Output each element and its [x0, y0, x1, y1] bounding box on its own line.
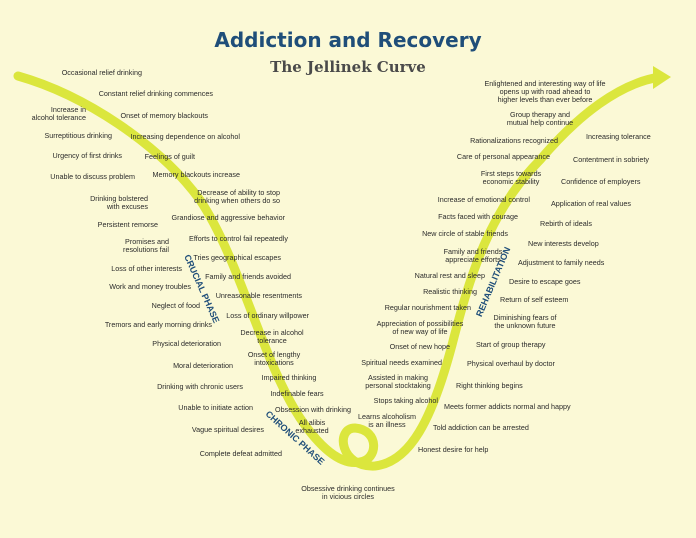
- descent-stage-label: Urgency of first drinks: [52, 151, 123, 160]
- ascent-stage-label: Desire to escape goes: [509, 277, 581, 286]
- ascent-stage-label: Onset of new hope: [389, 342, 450, 351]
- ascent-stage-label: Family and friends appreciate efforts: [443, 247, 503, 264]
- ascent-stage-label: Return of self esteem: [500, 295, 569, 304]
- ascent-stage-label: Stops taking alcohol: [373, 396, 438, 405]
- descent-stage-label: Surreptitious drinking: [44, 131, 112, 140]
- ascent-stage-label: Realistic thinking: [423, 287, 477, 296]
- descent-stage-label: Onset of memory blackouts: [120, 111, 208, 120]
- ascent-stage-label: Honest desire for help: [418, 445, 489, 454]
- descent-stage-label: Onset of lengthy intoxications: [247, 350, 301, 367]
- descent-stage-label: Decrease in alcohol tolerance: [240, 328, 304, 345]
- descent-stage-label: Decrease of ability to stop drinking whe…: [194, 188, 280, 205]
- ascent-stage-label: Confidence of employers: [561, 177, 641, 186]
- descent-stage-label: Efforts to control fail repeatedly: [189, 234, 288, 243]
- ascent-stage-label: Assisted in making personal stocktaking: [365, 373, 431, 390]
- arrow-head-icon: [653, 66, 671, 89]
- descent-stage-label: Vague spiritual desires: [191, 425, 264, 434]
- page-subtitle: The Jellinek Curve: [270, 58, 426, 76]
- descent-stage-label: Loss of ordinary willpower: [226, 311, 309, 320]
- descent-stage-label: Tries geographical escapes: [193, 253, 281, 262]
- ascent-stage-label: Increasing tolerance: [586, 132, 651, 141]
- ascent-stage-label: Rationalizations recognized: [470, 136, 558, 145]
- descent-stage-label: Family and friends avoided: [205, 272, 291, 281]
- ascent-stage-label: Physical overhaul by doctor: [467, 359, 555, 368]
- descent-stage-label: Drinking with chronic users: [157, 382, 243, 391]
- descent-stage-label: Moral deterioration: [173, 361, 233, 370]
- ascent-stage-label: First steps towards economic stability: [480, 169, 542, 186]
- ascent-stage-label: Told addiction can be arrested: [433, 423, 529, 432]
- page-title: Addiction and Recovery: [214, 28, 482, 52]
- descent-stage-label: Memory blackouts increase: [152, 170, 240, 179]
- ascent-stage-label: Regular nourishment taken: [384, 303, 471, 312]
- descent-stage-label: Unreasonable resentments: [215, 291, 302, 300]
- descent-stage-label: Unable to discuss problem: [50, 172, 135, 181]
- descent-stage-label: Increasing dependence on alcohol: [130, 132, 241, 141]
- ascent-stage-label: Meets former addicts normal and happy: [444, 402, 571, 411]
- ascent-stage-label: Right thinking begins: [456, 381, 523, 390]
- descent-stage-label: Drinking bolstered with excuses: [90, 194, 148, 211]
- descent-stage-label: Obsession with drinking: [275, 405, 351, 414]
- descent-stage-label: Indefinable fears: [270, 389, 324, 398]
- descent-stage-label: Work and money troubles: [109, 282, 191, 291]
- descent-stage-label: Increase in alcohol tolerance: [31, 105, 86, 122]
- descent-stage-label: Complete defeat admitted: [199, 449, 282, 458]
- ascent-stage-label: Increase of emotional control: [437, 195, 530, 204]
- descent-stage-label: Physical deterioration: [152, 339, 221, 348]
- ascent-stage-label: Appreciation of possibilities of new way…: [376, 319, 464, 336]
- ascent-stage-label: Care of personal appearance: [456, 152, 550, 161]
- descent-stage-label: Occasional relief drinking: [61, 68, 142, 77]
- descent-stage-label: Unable to initiate action: [178, 403, 253, 412]
- ascent-stage-label: Group therapy and mutual help continue: [506, 110, 574, 127]
- ascent-stage-label: Contentment in sobriety: [573, 155, 649, 164]
- descent-stage-label: Constant relief drinking commences: [98, 89, 213, 98]
- ascent-stage-label: Spiritual needs examined: [361, 358, 442, 367]
- descent-stage-label: Grandiose and aggressive behavior: [171, 213, 285, 222]
- ascent-stage-label: Rebirth of ideals: [540, 219, 592, 228]
- ascent-stage-label: Start of group therapy: [476, 340, 546, 349]
- descent-stage-label: Promises and resolutions fail: [123, 237, 169, 254]
- descent-stage-label: All alibis exhausted: [295, 418, 329, 435]
- ascent-stage-label: New interests develop: [528, 239, 599, 248]
- ascent-stage-label: Application of real values: [551, 199, 631, 208]
- descent-stage-label: Persistent remorse: [97, 220, 158, 229]
- ascent-stage-label: Natural rest and sleep: [414, 271, 485, 280]
- descent-stage-label: Tremors and early morning drinks: [104, 320, 212, 329]
- ascent-stage-label: New circle of stable friends: [422, 229, 508, 238]
- ascent-stage-label: Diminishing fears of the unknown future: [493, 313, 557, 330]
- ascent-stage-label: Adjustment to family needs: [518, 258, 605, 267]
- ascent-stage-label: Facts faced with courage: [438, 212, 518, 221]
- descent-stage-label: Impaired thinking: [261, 373, 317, 382]
- descent-stage-label: Obsessive drinking continues in vicious …: [301, 484, 395, 501]
- descent-stage-label: Loss of other interests: [111, 264, 182, 273]
- ascent-stage-label: Learns alcoholism is an illness: [358, 412, 416, 429]
- descent-stage-label: Feelings of guilt: [144, 152, 195, 161]
- v-curve-path: [13, 71, 665, 471]
- descent-stage-label: Neglect of food: [151, 301, 200, 310]
- ascent-stage-label: Enlightened and interesting way of life …: [484, 79, 606, 104]
